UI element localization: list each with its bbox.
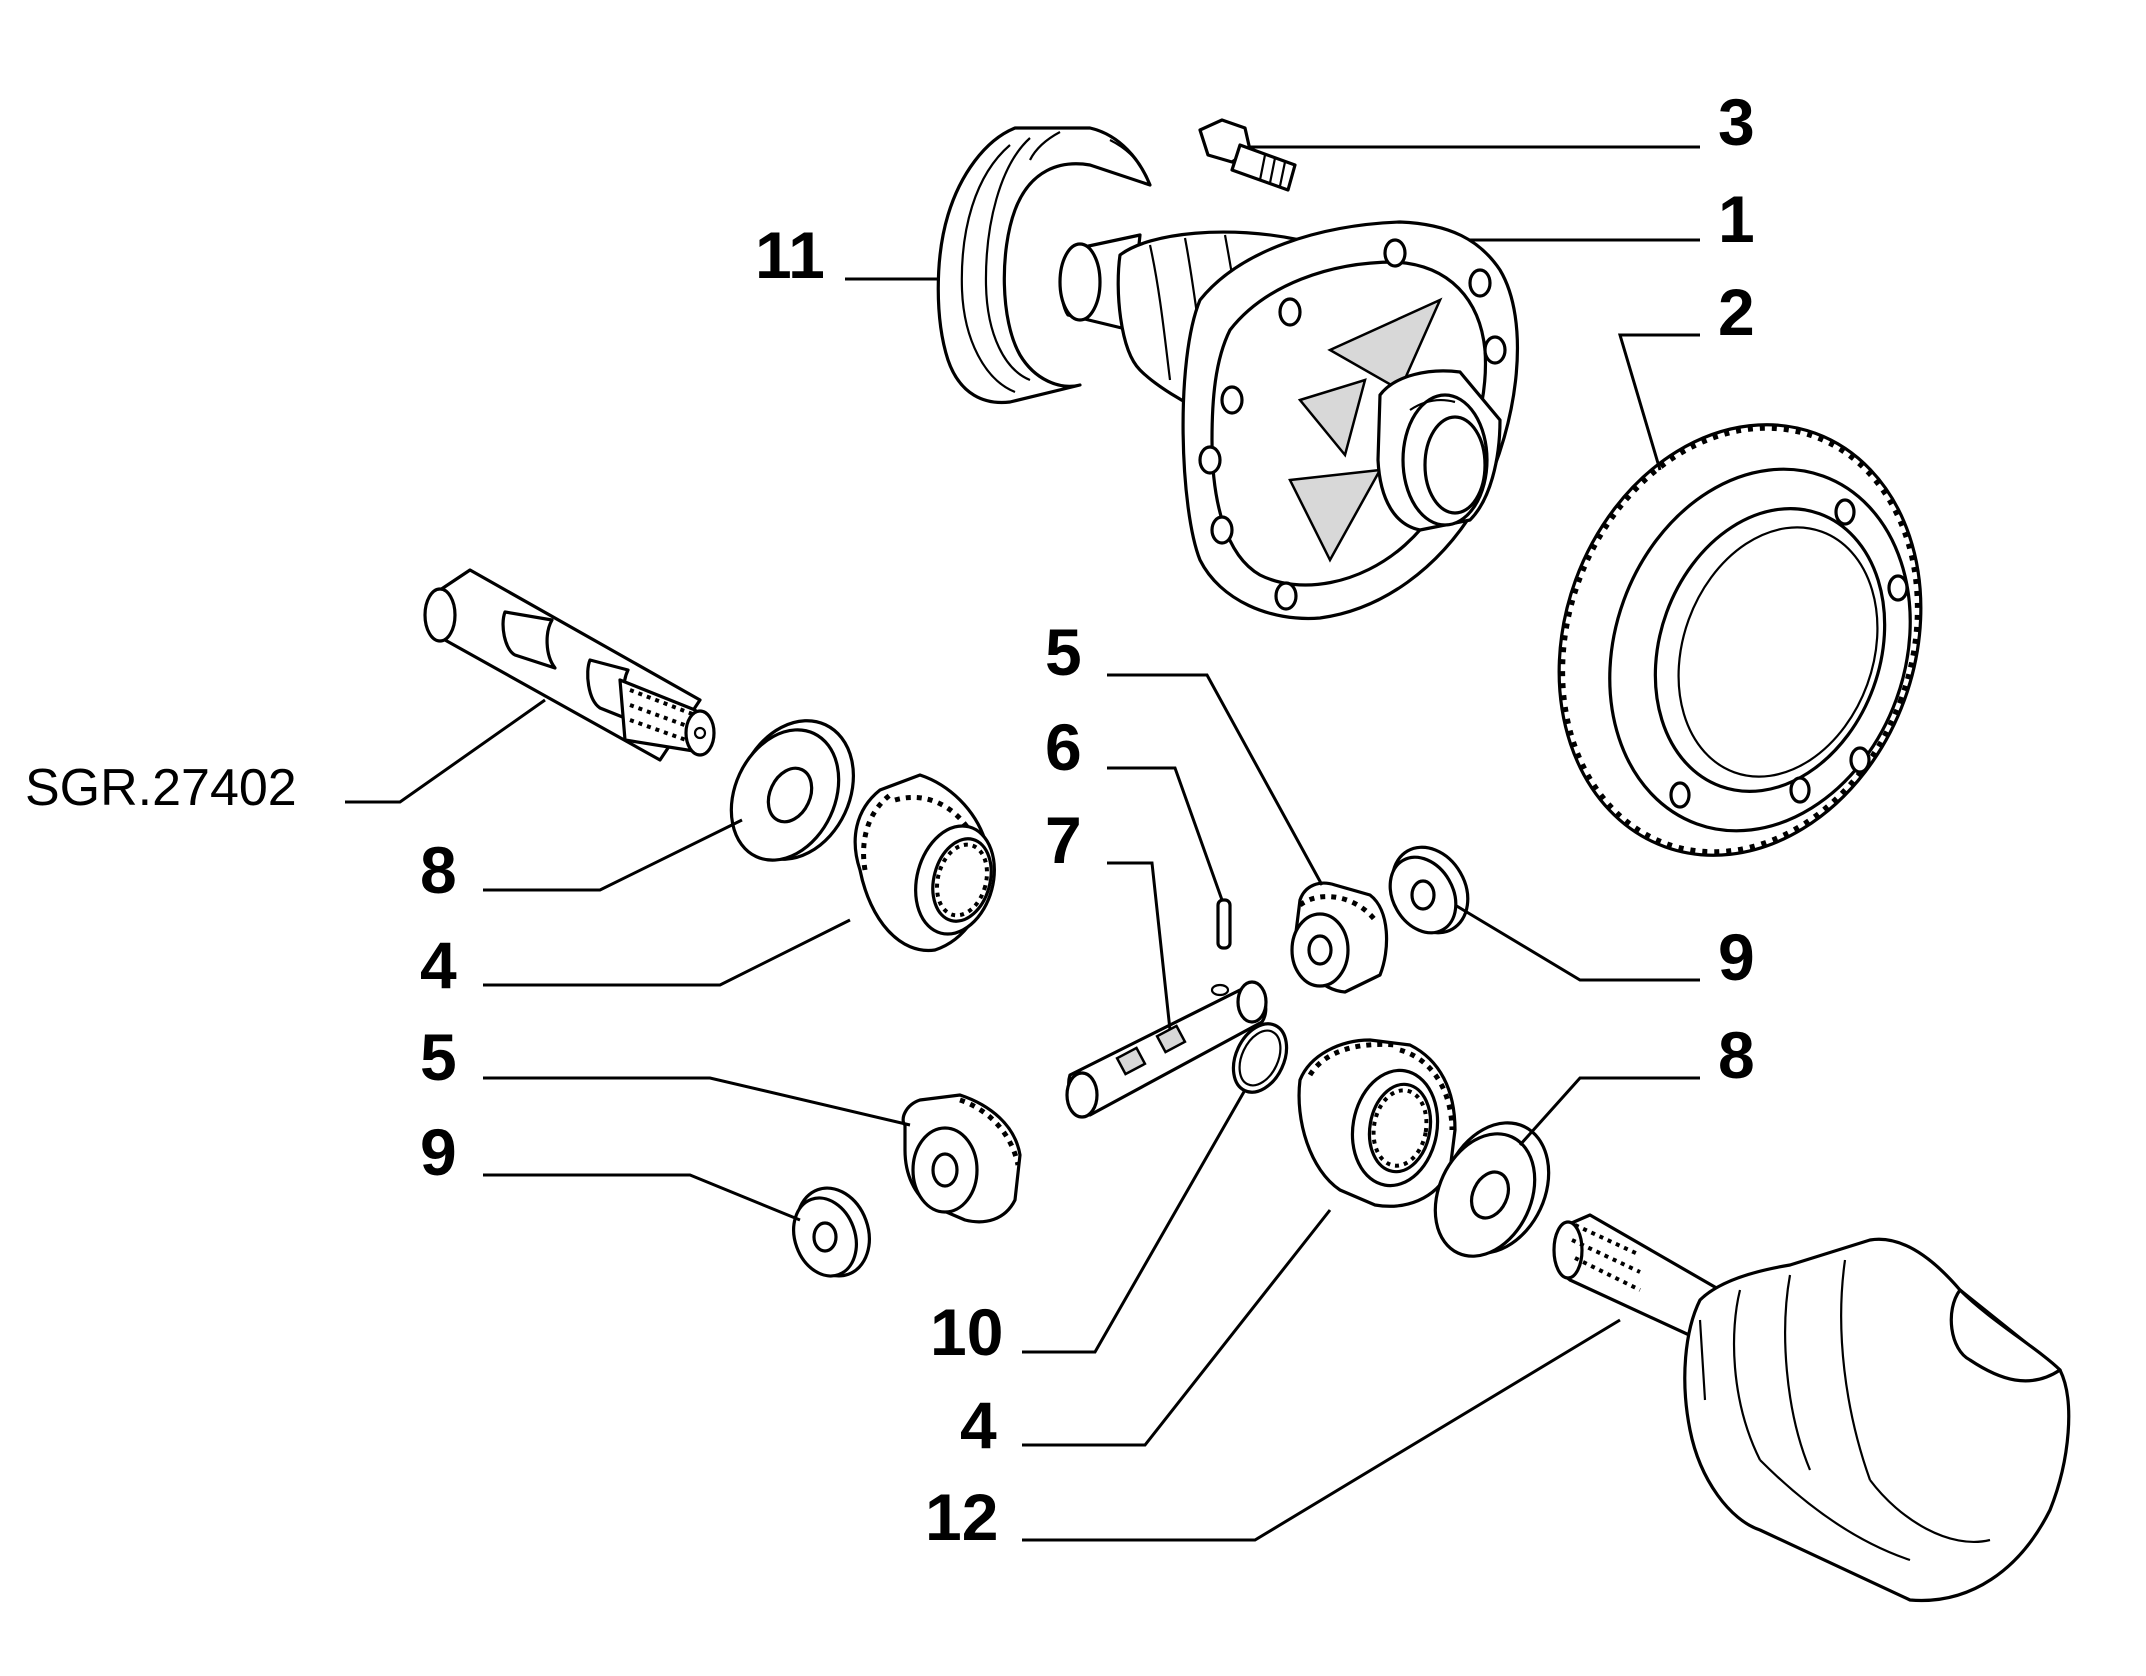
- callout-12: 12: [925, 1480, 998, 1554]
- differential-housing-part: [1058, 220, 1520, 621]
- thrust-washer-left-part: [729, 719, 856, 862]
- callout-7: 7: [1045, 803, 1082, 877]
- callout-1: 1: [1718, 182, 1755, 256]
- leader-12: [1022, 1318, 1621, 1542]
- callout-4b: 4: [960, 1388, 997, 1462]
- callout-5a: 5: [1045, 615, 1082, 689]
- thrust-washer-right-part: [1433, 1121, 1551, 1258]
- callout-9b: 9: [420, 1115, 457, 1189]
- pinion-gear-left-part: [901, 1093, 1022, 1224]
- cv-joint-output-part: [1552, 1213, 2071, 1603]
- leader-9b: [483, 1173, 801, 1222]
- leader-lines: [345, 145, 1700, 1542]
- leader-2: [1617, 333, 1700, 471]
- leader-4a: [483, 918, 851, 987]
- leader-sgr: [345, 698, 546, 804]
- pinion-shaft-part: [1065, 980, 1268, 1119]
- callout-3: 3: [1718, 85, 1755, 159]
- drive-shaft-part: [423, 568, 716, 762]
- leader-7: [1107, 861, 1172, 1031]
- callout-11: 11: [755, 218, 825, 292]
- callout-8b: 8: [1718, 1018, 1755, 1092]
- leader-5a: [1107, 673, 1324, 886]
- roll-pin-part: [1216, 898, 1232, 950]
- callout-2: 2: [1718, 275, 1755, 349]
- reference-code-label: SGR.27402: [25, 759, 297, 817]
- side-gear-right-part: [1297, 1038, 1457, 1208]
- leader-9a: [1454, 903, 1700, 982]
- leader-8b: [1518, 1076, 1700, 1147]
- small-washer-right-part: [1388, 845, 1470, 935]
- callout-5b: 5: [420, 1020, 457, 1094]
- ring-gear-part: [1557, 423, 1923, 857]
- leader-6: [1107, 766, 1224, 901]
- callout-6: 6: [1045, 710, 1082, 784]
- pinion-gear-right-part: [1290, 881, 1389, 994]
- callout-10: 10: [930, 1295, 1003, 1369]
- leader-4b: [1022, 1209, 1332, 1447]
- side-gear-left-part: [853, 773, 996, 953]
- callout-labels: 3 1 11 2 5 6 7 8 9 4 8 5 9 10 4 12 SGR.2…: [25, 85, 1755, 1554]
- callout-4a: 4: [420, 928, 457, 1002]
- leader-8a: [483, 818, 743, 892]
- leader-10: [1022, 1089, 1247, 1354]
- leader-5b: [483, 1076, 911, 1127]
- callout-9a: 9: [1718, 920, 1755, 994]
- seal-ring-part: [936, 126, 1152, 405]
- bolt-part: [1198, 118, 1297, 192]
- small-washer-left-part: [792, 1186, 871, 1278]
- callout-8a: 8: [420, 833, 457, 907]
